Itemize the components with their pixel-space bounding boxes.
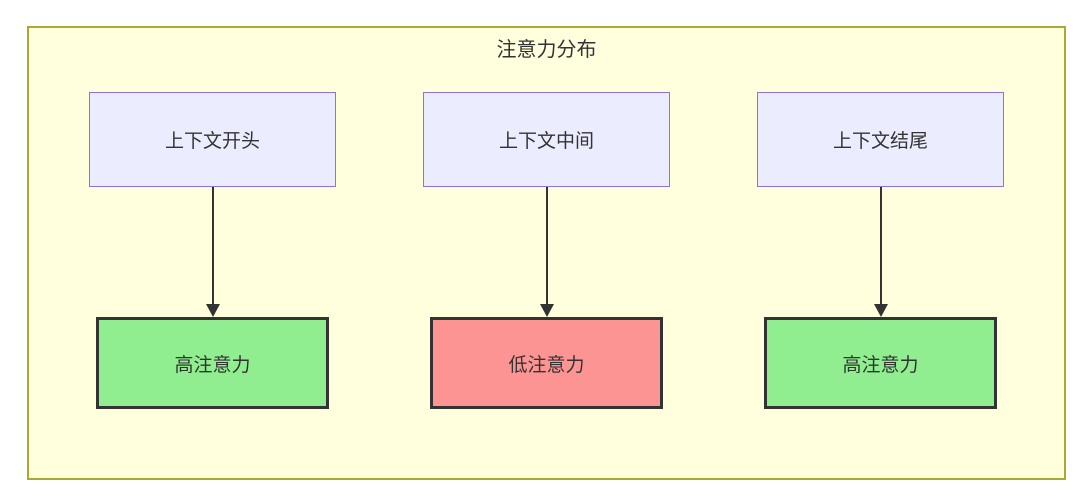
node-context-end-label: 上下文结尾 bbox=[832, 131, 928, 152]
diagram-columns: 上下文开头 高注意力 上下文中间 低注意力 上下文结尾 bbox=[29, 92, 1064, 409]
node-high-attention-1: 高注意力 bbox=[96, 317, 329, 409]
node-high-attention-2: 高注意力 bbox=[764, 317, 997, 409]
node-context-middle-label: 上下文中间 bbox=[498, 131, 594, 152]
arrowhead-down-icon bbox=[539, 304, 554, 317]
node-context-middle: 上下文中间 bbox=[423, 92, 670, 187]
column-context-middle: 上下文中间 低注意力 bbox=[423, 92, 670, 409]
arrow-context-start bbox=[205, 187, 220, 317]
node-context-end: 上下文结尾 bbox=[757, 92, 1004, 187]
column-context-end: 上下文结尾 高注意力 bbox=[757, 92, 1004, 409]
node-context-start-label: 上下文开头 bbox=[164, 131, 260, 152]
arrowhead-down-icon bbox=[205, 304, 220, 317]
node-low-attention: 低注意力 bbox=[430, 317, 663, 409]
column-context-start: 上下文开头 高注意力 bbox=[89, 92, 336, 409]
node-high-attention-1-label: 高注意力 bbox=[174, 354, 251, 376]
arrow-context-middle bbox=[539, 187, 554, 317]
arrow-context-end bbox=[873, 187, 888, 317]
diagram-title: 注意力分布 bbox=[496, 39, 597, 61]
node-low-attention-label: 低注意力 bbox=[508, 354, 585, 376]
arrowhead-down-icon bbox=[873, 304, 888, 317]
node-high-attention-2-label: 高注意力 bbox=[842, 354, 919, 376]
attention-distribution-diagram: 注意力分布 上下文开头 高注意力 上下文中间 低注意力 bbox=[27, 26, 1066, 480]
node-context-start: 上下文开头 bbox=[89, 92, 336, 187]
